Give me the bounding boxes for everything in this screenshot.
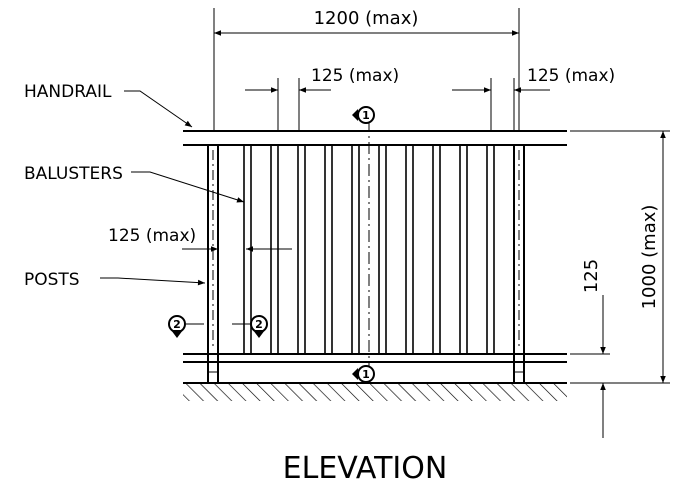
handrail [183, 130, 567, 146]
dim-baluster-gap-top [245, 78, 331, 131]
section-marker-right-label: 2 [255, 318, 263, 331]
section-marker-right: 2 [232, 315, 268, 338]
dim-post-gap-top [452, 78, 550, 131]
dim-overall-height [570, 130, 670, 384]
post-right [513, 145, 525, 384]
section-marker-top-label: 1 [362, 109, 370, 122]
label-handrail: HANDRAIL [24, 82, 112, 102]
bottom-rail [183, 353, 567, 363]
dim-overall-width [213, 8, 520, 130]
dim-overall-height-label: 1000 (max) [639, 205, 660, 310]
label-balusters: BALUSTERS [24, 164, 123, 184]
leader-posts [100, 277, 206, 286]
section-marker-bottom-label: 1 [362, 368, 370, 381]
section-marker-top: 1 [352, 106, 375, 124]
section-marker-left: 2 [168, 315, 204, 338]
leader-balusters [131, 171, 245, 203]
dim-baluster-gap-top-label: 125 (max) [311, 66, 399, 86]
dim-overall-width-label: 1200 (max) [314, 8, 419, 29]
dim-bottom-gap [570, 295, 610, 438]
section-marker-bottom: 1 [352, 365, 375, 383]
drawing-title: ELEVATION [283, 451, 448, 486]
leader-handrail [124, 90, 193, 128]
ground [183, 382, 567, 401]
label-posts: POSTS [24, 270, 80, 290]
section-marker-left-label: 2 [173, 318, 181, 331]
dim-baluster-gap-left-label: 125 (max) [108, 226, 196, 246]
post-left [207, 145, 219, 384]
dim-post-gap-top-label: 125 (max) [527, 66, 615, 86]
dim-bottom-gap-label: 125 [581, 259, 602, 293]
